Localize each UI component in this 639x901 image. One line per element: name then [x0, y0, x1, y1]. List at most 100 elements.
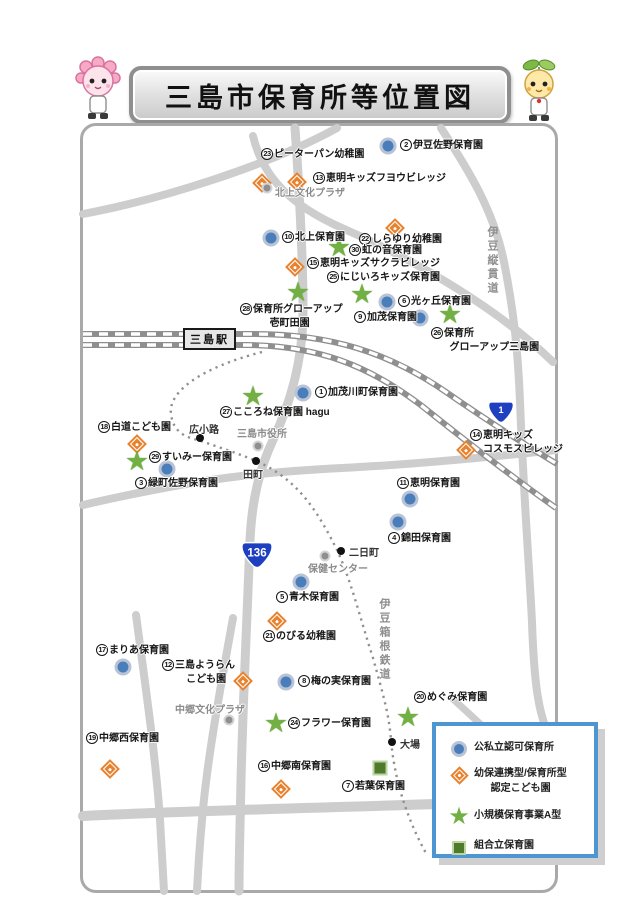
marker-circle — [411, 309, 429, 327]
marker-circle — [114, 658, 132, 676]
facility-number-badge: 9 — [354, 311, 366, 323]
legend-item-circle: 公私立認可保育所 — [448, 740, 554, 757]
facility-name: 伊豆佐野保育園 — [413, 140, 483, 151]
railway-jr-2-dash — [83, 343, 557, 510]
facility-number-badge: 28 — [240, 303, 252, 315]
route-shield-1: 1 — [488, 401, 514, 430]
facility-name: 光ヶ丘保育園 — [411, 296, 471, 307]
legend-item-diamond: 幼保連携型/保育所型 認定こども園 — [448, 766, 567, 796]
road-northwest — [79, 124, 341, 218]
landmark-label: 中郷文化プラザ — [175, 705, 245, 716]
marker-star: ★ — [437, 299, 463, 330]
road-name-label: 伊豆縦貫道 — [486, 226, 498, 296]
landmark-label: 保健センター — [308, 564, 368, 575]
facility-number-badge: 27 — [220, 406, 232, 418]
facility-name: 錦田保育園 — [401, 533, 451, 544]
railway-jr-1-dash — [83, 332, 558, 466]
facility-number-badge: 18 — [98, 421, 110, 433]
facility-number-badge: 19 — [86, 732, 98, 744]
route-shield-136: 136 — [241, 541, 273, 575]
facility-number-badge: 2 — [400, 139, 412, 151]
facility-number-badge: 22 — [359, 233, 371, 245]
facility-name: 恵明キッズ コスモスビレッジ — [483, 430, 563, 455]
legend-item-star: ★小規模保育事業A型 — [448, 805, 561, 829]
legend-item-square: 組合立保育園 — [448, 838, 534, 855]
facility-name: にじいろキッズ保育園 — [340, 272, 440, 283]
road-south-b — [132, 611, 168, 895]
mascot-left-icon — [74, 56, 122, 131]
station-label: 田町 — [243, 470, 263, 481]
facility-name: 中郷西保育園 — [99, 733, 159, 744]
station-dot — [196, 434, 204, 442]
marker-circle — [158, 460, 176, 478]
facility-name: こころね保育園 hagu — [233, 407, 330, 418]
facility-name: 若葉保育園 — [355, 781, 405, 792]
legend-marker-circle-icon — [448, 741, 470, 757]
legend-marker-diamond-icon — [448, 766, 470, 785]
legend-box: 公私立認可保育所幼保連携型/保育所型 認定こども園 ★小規模保育事業A型組合立保育… — [432, 722, 598, 858]
facility-number-badge: 26 — [431, 327, 443, 339]
station-dot — [252, 457, 260, 465]
facility-number-badge: 21 — [263, 630, 275, 642]
facility-name: 保育所グローアップ 壱町田園 — [253, 304, 343, 329]
road-east-west — [79, 446, 560, 509]
facility-name: 加茂川町保育園 — [328, 387, 398, 398]
facility-name: 白道こども園 — [111, 422, 171, 433]
marker-circle — [292, 573, 310, 591]
title-banner: 三島市保育所等位置図 — [129, 66, 511, 124]
marker-circle — [389, 513, 407, 531]
facility-number-badge: 16 — [258, 760, 270, 772]
facility-number-badge: 3 — [135, 477, 147, 489]
facility-name: 青木保育園 — [289, 592, 339, 603]
landmark-dot — [223, 714, 235, 726]
marker-circle — [277, 673, 295, 691]
marker-circle — [378, 293, 396, 311]
facility-number-badge: 24 — [288, 717, 300, 729]
facility-name: 加茂保育園 — [367, 312, 417, 323]
marker-circle — [401, 490, 419, 508]
marker-circle — [294, 384, 312, 402]
marker-circle — [262, 229, 280, 247]
marker-star: ★ — [263, 708, 289, 739]
facility-name: のびる幼稚園 — [276, 631, 336, 642]
facility-number-badge: 8 — [298, 675, 310, 687]
mascot-right-icon — [516, 58, 562, 133]
facility-number-badge: 11 — [397, 477, 409, 489]
station-dot — [337, 547, 345, 555]
facility-number-badge: 30 — [349, 244, 361, 256]
landmark-dot — [319, 550, 331, 562]
facility-number-badge: 13 — [313, 172, 325, 184]
facility-name: まりあ保育園 — [109, 645, 169, 656]
page-title: 三島市保育所等位置図 — [165, 82, 475, 113]
facility-number-badge: 29 — [149, 451, 161, 463]
legend-marker-square-icon — [448, 839, 470, 855]
facility-name: すいみー保育園 — [162, 452, 232, 463]
marker-star: ★ — [124, 446, 150, 477]
facility-name: しらゆり幼稚園 — [372, 234, 442, 245]
facility-number-badge: 14 — [470, 429, 482, 441]
facility-number-badge: 4 — [388, 532, 400, 544]
svg-text:1: 1 — [498, 405, 503, 415]
facility-number-badge: 23 — [261, 148, 273, 160]
